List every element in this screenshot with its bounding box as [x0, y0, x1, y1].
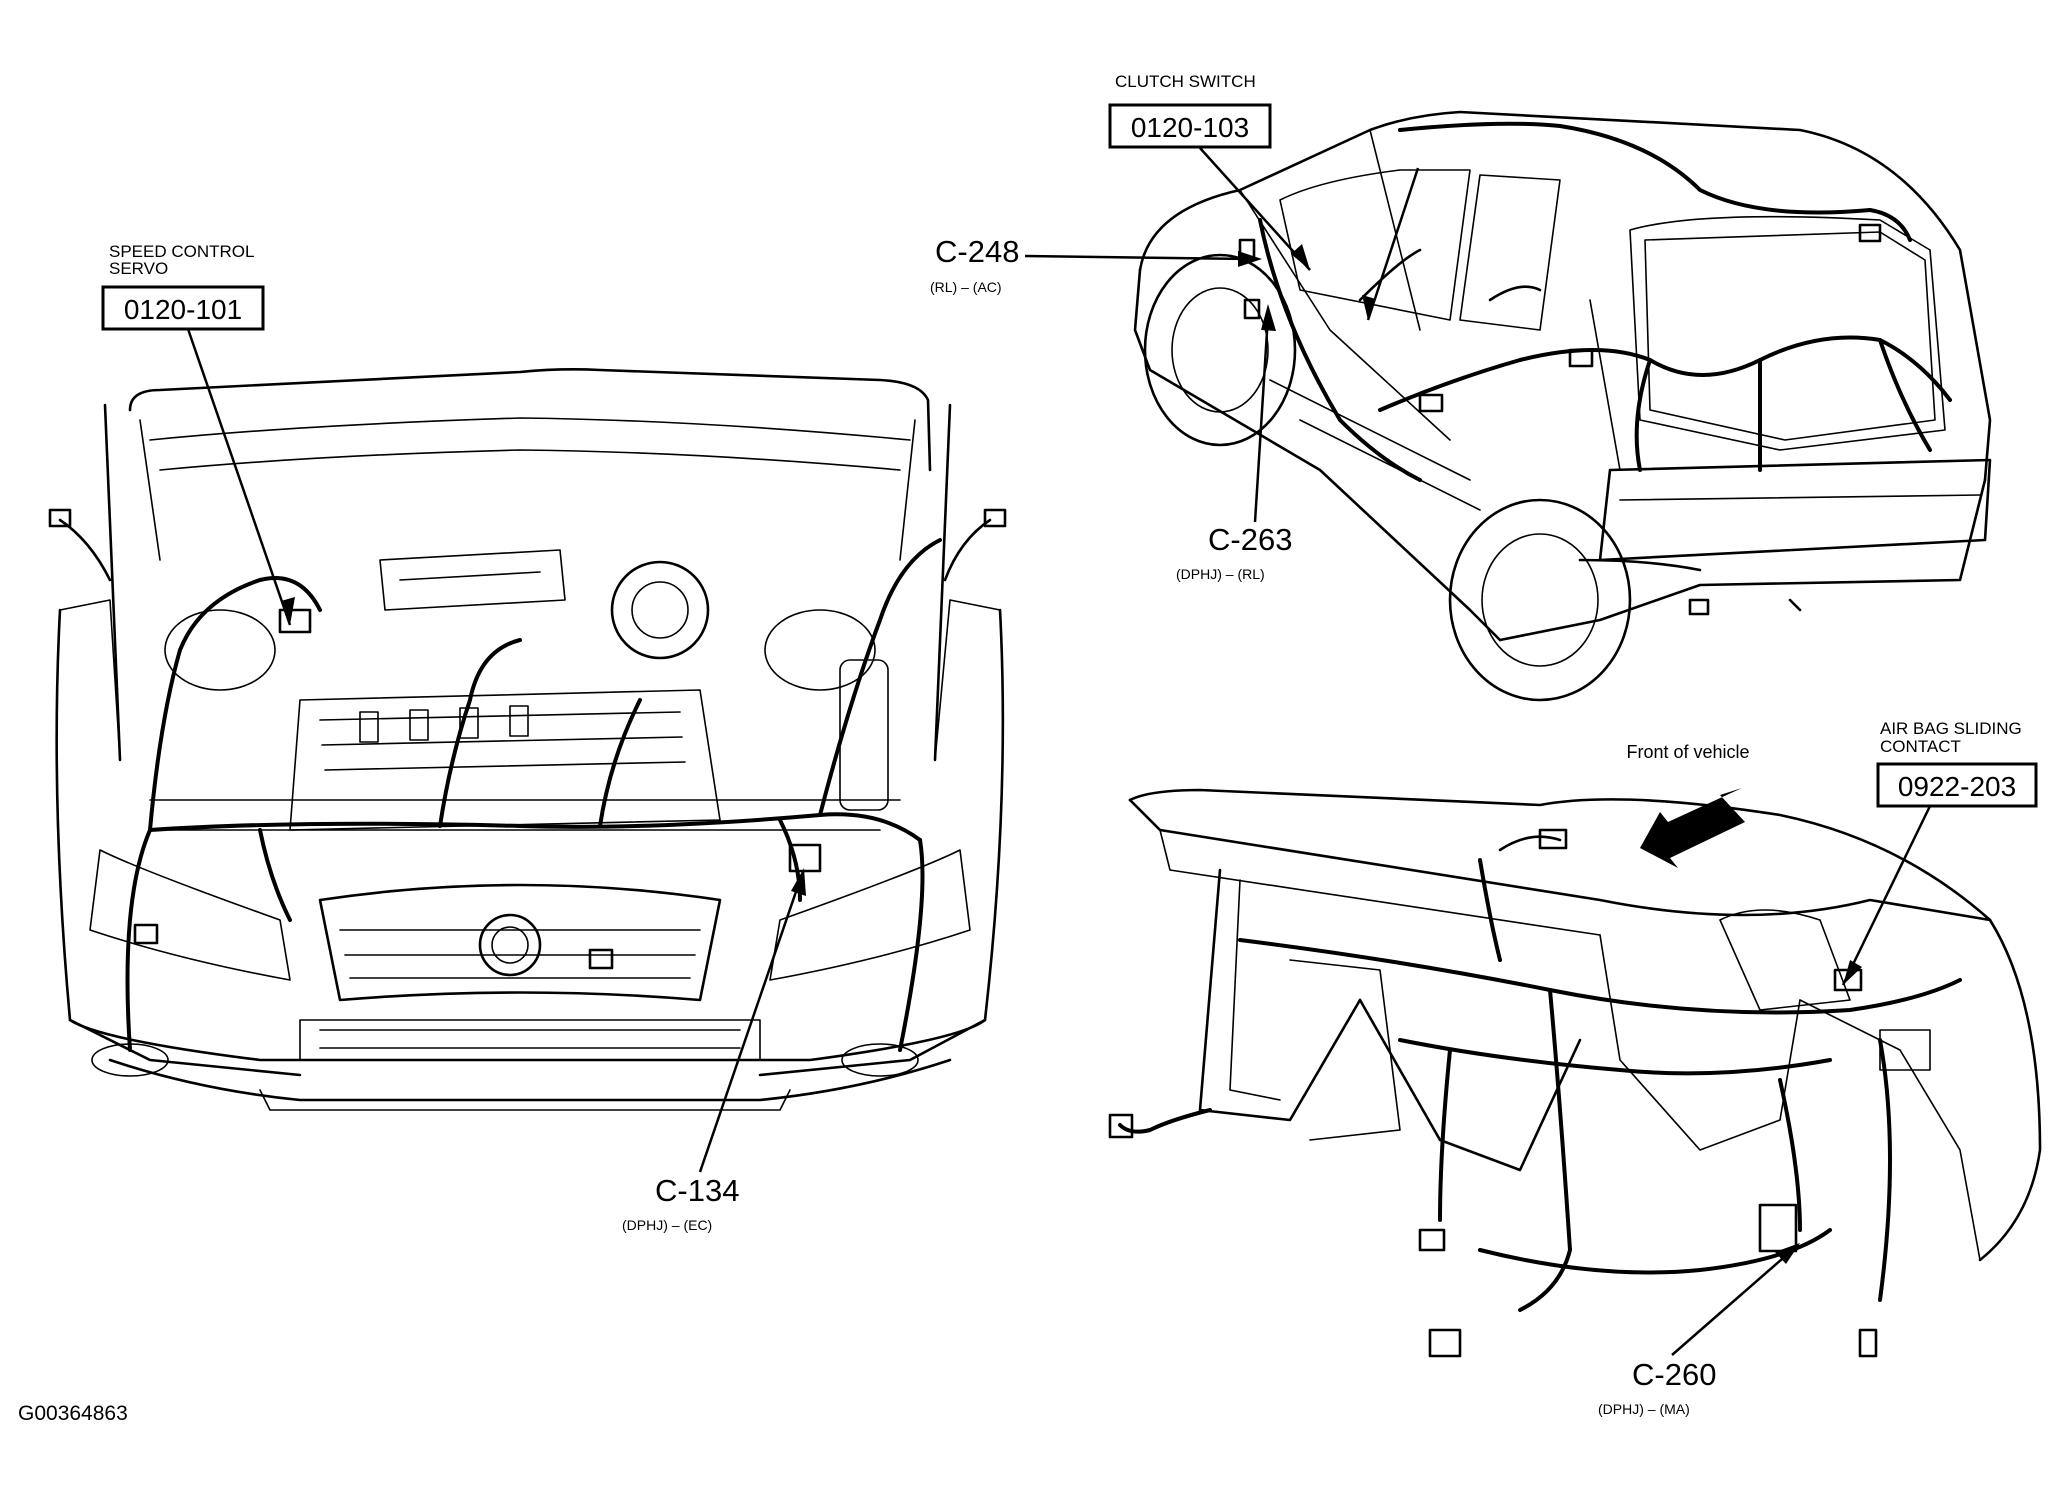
speed-control-servo-arrowhead [281, 597, 295, 625]
connector-c260-location: (DPHJ) – (MA) [1598, 1401, 1690, 1417]
rear-vehicle-illustration [1133, 110, 1992, 702]
connector-c134-location: (DPHJ) – (EC) [622, 1217, 712, 1233]
connector-c134-arrowhead [791, 868, 806, 896]
connector-c248: C-248 (RL) – (AC) [930, 234, 1262, 295]
connector-c134-leader [698, 879, 802, 1173]
front-of-vehicle-arrow-icon [1640, 788, 1745, 868]
speed-control-servo-callout: SPEED CONTROL SERVO 0120-101 [101, 242, 295, 626]
clutch-switch-arrowhead-2 [1362, 295, 1376, 320]
connector-c263-leader [1253, 315, 1270, 523]
connector-c263-arrowhead [1261, 304, 1276, 331]
connector-c263: C-263 (DPHJ) – (RL) [1176, 304, 1292, 582]
engine-compartment-illustration [48, 368, 1007, 1111]
connector-c263-id: C-263 [1208, 522, 1292, 557]
speed-control-servo-title-line2: SERVO [109, 259, 168, 278]
front-of-vehicle-label: Front of vehicle [1626, 742, 1749, 762]
connector-c134: C-134 (DPHJ) – (EC) [622, 868, 806, 1233]
speed-control-servo-title-line1: SPEED CONTROL [109, 242, 254, 261]
clutch-switch-title: CLUTCH SWITCH [1115, 72, 1256, 91]
connector-c248-leader [1024, 254, 1251, 261]
air-bag-sliding-contact-callout: AIR BAG SLIDING CONTACT 0922-203 [1841, 719, 2038, 986]
connector-c263-location: (DPHJ) – (RL) [1176, 566, 1265, 582]
air-bag-sliding-contact-ref-box [1876, 762, 2038, 808]
instrument-panel-illustration [1108, 788, 2042, 1358]
speed-control-servo-leader [186, 328, 292, 626]
air-bag-sliding-contact-arrowhead [1843, 960, 1862, 985]
clutch-switch-arrowhead [1291, 244, 1310, 270]
clutch-switch-ref: 0120-103 [1131, 112, 1249, 143]
connector-c260-arrowhead [1775, 1243, 1800, 1264]
connector-c248-id: C-248 [935, 234, 1019, 269]
air-bag-sliding-contact-title-line1: AIR BAG SLIDING [1880, 719, 2022, 738]
connector-c248-arrowhead [1238, 251, 1262, 267]
clutch-switch-leader [1199, 147, 1311, 271]
air-bag-sliding-contact-ref: 0922-203 [1898, 771, 2016, 802]
connector-c260-leader [1671, 1251, 1791, 1356]
speed-control-servo-ref: 0120-101 [124, 294, 242, 325]
clutch-switch-callout: CLUTCH SWITCH 0120-103 [1108, 72, 1420, 321]
connector-c134-id: C-134 [655, 1173, 739, 1208]
clutch-switch-leader-2 [1366, 167, 1420, 321]
figure-id: G00364863 [18, 1402, 128, 1425]
connector-c248-location: (RL) – (AC) [930, 279, 1002, 295]
air-bag-sliding-contact-leader [1841, 805, 1932, 986]
connector-c260: C-260 (DPHJ) – (MA) [1598, 1243, 1800, 1417]
connector-c260-id: C-260 [1632, 1357, 1716, 1392]
air-bag-sliding-contact-title-line2: CONTACT [1880, 737, 1961, 756]
clutch-switch-ref-box [1108, 103, 1272, 149]
speed-control-servo-ref-box [101, 285, 265, 331]
